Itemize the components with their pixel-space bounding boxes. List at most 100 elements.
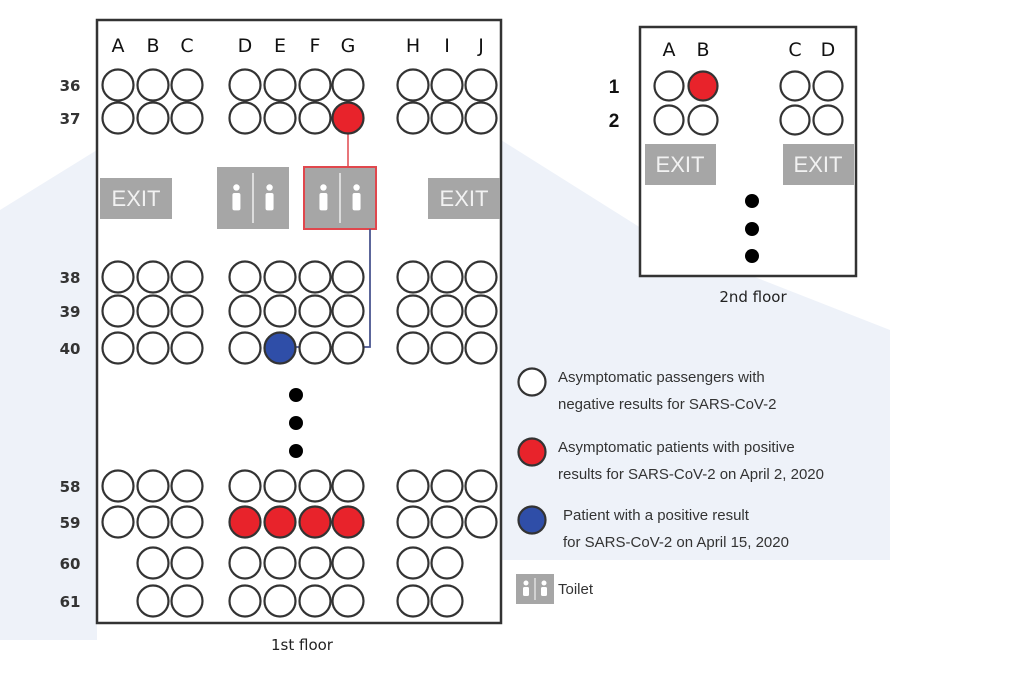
exit-label: EXIT — [656, 152, 705, 177]
seat-37F — [298, 101, 332, 135]
column-label: E — [274, 35, 286, 57]
seat-1B-pos-apr2 — [687, 70, 719, 102]
seat-59I — [430, 505, 464, 539]
seat-59J — [464, 505, 498, 539]
column-label: D — [238, 35, 253, 57]
seat-58I — [430, 469, 464, 503]
seat-36D — [228, 68, 262, 102]
person-icon — [352, 184, 361, 211]
seat-39G — [331, 294, 365, 328]
legend-label: Patient with a positive result — [563, 507, 750, 524]
seat-38C — [170, 260, 204, 294]
ellipsis-dot — [745, 222, 759, 236]
column-label: A — [663, 39, 676, 61]
seat-58C — [170, 469, 204, 503]
seat-60G — [331, 546, 365, 580]
seat-36I — [430, 68, 464, 102]
ellipsis-dot — [289, 444, 303, 458]
seat-1D — [812, 70, 844, 102]
seat-61E — [263, 584, 297, 618]
seat-61F — [298, 584, 332, 618]
seat-59B — [136, 505, 170, 539]
seat-2C — [779, 104, 811, 136]
column-label: D — [821, 39, 836, 61]
row-label: 37 — [60, 110, 81, 128]
seat-61I — [430, 584, 464, 618]
seat-58J — [464, 469, 498, 503]
row-label: 38 — [60, 269, 81, 287]
seat-60C — [170, 546, 204, 580]
seat-40D — [228, 331, 262, 365]
person-icon — [232, 184, 241, 211]
legend-item-toilet: Toilet — [516, 574, 594, 604]
seat-61D — [228, 584, 262, 618]
seat-58F — [298, 469, 332, 503]
seat-38B — [136, 260, 170, 294]
row-label: 60 — [60, 555, 81, 573]
seat-37J — [464, 101, 498, 135]
seat-38J — [464, 260, 498, 294]
seat-40A — [101, 331, 135, 365]
seat-39C — [170, 294, 204, 328]
seat-36G — [331, 68, 365, 102]
row-label: 36 — [60, 77, 81, 95]
seat-1C — [779, 70, 811, 102]
seat-61G — [331, 584, 365, 618]
seat-1A — [653, 70, 685, 102]
seat-37H — [396, 101, 430, 135]
second-floor-exit-left: EXIT — [645, 144, 716, 185]
ellipsis-dot — [289, 416, 303, 430]
seat-38I — [430, 260, 464, 294]
legend-swatch-icon — [517, 505, 547, 535]
legend-label: negative results for SARS-CoV-2 — [558, 396, 776, 413]
legend-label: Asymptomatic patients with positive — [558, 439, 795, 456]
row-label: 2 — [609, 111, 620, 132]
legend-label: Toilet — [558, 581, 594, 598]
legend-swatch-icon — [517, 367, 547, 397]
row-label: 39 — [60, 303, 81, 321]
seat-40C — [170, 331, 204, 365]
background-watermark — [501, 140, 890, 560]
background-watermark — [0, 150, 97, 640]
toilet-2-highlighted — [303, 166, 377, 230]
row-label: 59 — [60, 514, 81, 532]
seat-37I — [430, 101, 464, 135]
seat-58H — [396, 469, 430, 503]
seat-2B — [687, 104, 719, 136]
seat-59E-pos-apr2 — [263, 505, 297, 539]
seat-36F — [298, 68, 332, 102]
seat-61C — [170, 584, 204, 618]
first-floor-exit-right: EXIT — [428, 178, 500, 219]
column-label: F — [310, 35, 321, 57]
column-label: A — [112, 35, 125, 57]
seat-40J — [464, 331, 498, 365]
seat-59D-pos-apr2 — [228, 505, 262, 539]
second-floor-seats — [653, 70, 844, 136]
seat-59G-pos-apr2 — [331, 505, 365, 539]
seat-40F — [298, 331, 332, 365]
column-label: B — [696, 39, 709, 61]
second-floor-exit-right: EXIT — [783, 144, 854, 185]
person-icon — [319, 184, 328, 211]
exit-label: EXIT — [112, 186, 161, 211]
seat-58E — [263, 469, 297, 503]
column-label: C — [788, 39, 801, 61]
seat-58G — [331, 469, 365, 503]
seat-39E — [263, 294, 297, 328]
seat-37A — [101, 101, 135, 135]
seat-39F — [298, 294, 332, 328]
seat-59F-pos-apr2 — [298, 505, 332, 539]
seat-59C — [170, 505, 204, 539]
ellipsis-dot — [745, 194, 759, 208]
seat-39J — [464, 294, 498, 328]
seat-39B — [136, 294, 170, 328]
seat-40H — [396, 331, 430, 365]
legend-label: results for SARS-CoV-2 on April 2, 2020 — [558, 466, 824, 483]
column-label: I — [444, 35, 450, 57]
seat-36C — [170, 68, 204, 102]
